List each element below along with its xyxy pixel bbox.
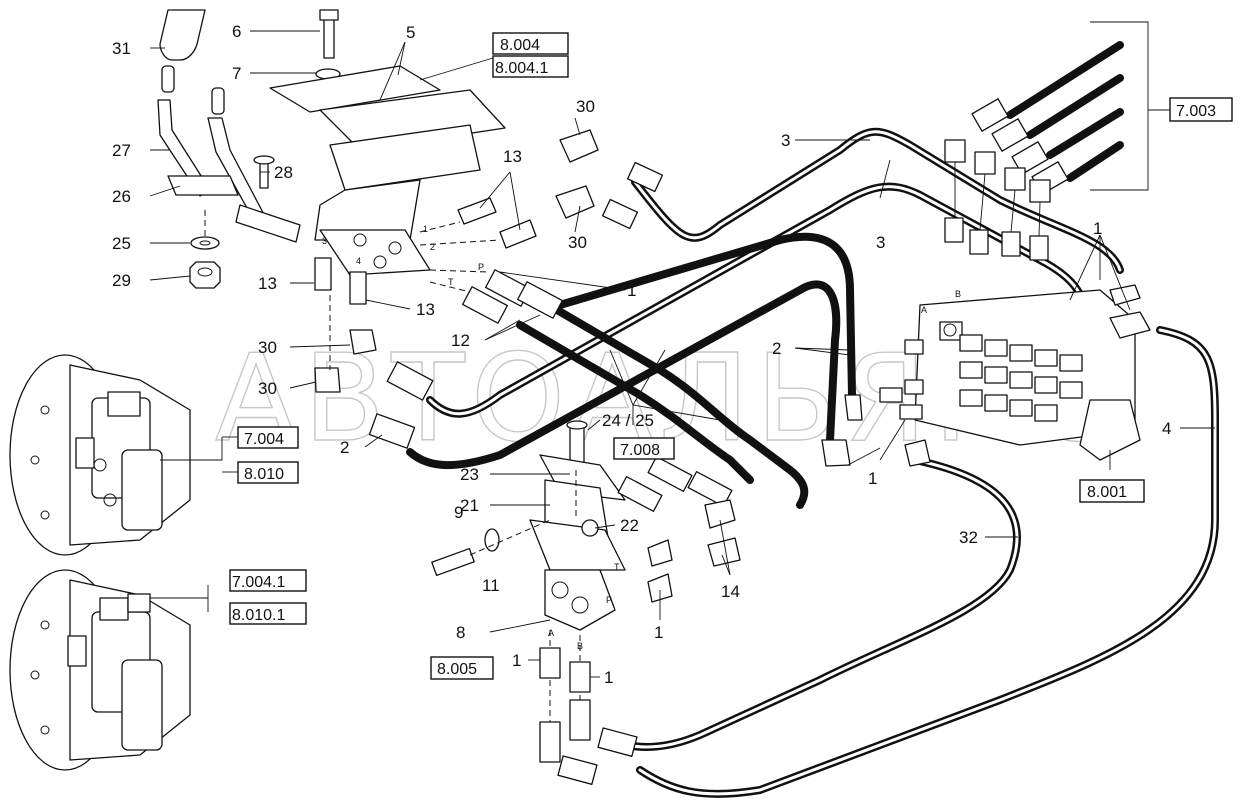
washer-11	[484, 528, 500, 552]
callout-6: 6	[232, 22, 241, 41]
ref-7004: 7.004	[244, 431, 284, 448]
ref-7003: 7.003	[1176, 103, 1216, 120]
elbow-30	[349, 329, 377, 355]
pilot-valve-top	[269, 9, 506, 276]
ref-box-80101	[229, 602, 307, 625]
port-p: P	[478, 262, 484, 272]
callout-1-a: 1	[512, 651, 521, 670]
callout-27: 27	[112, 141, 131, 160]
callout-30-top: 30	[576, 97, 595, 116]
control-valve-block	[821, 284, 1151, 467]
callout-32: 32	[959, 528, 978, 547]
port-t: T	[448, 277, 454, 287]
callout-4: 4	[1162, 419, 1171, 438]
callout-1-block: 1	[1093, 219, 1102, 238]
lever-plate	[167, 175, 239, 196]
ref-7008: 7.008	[620, 442, 660, 459]
ref-box-8001	[1079, 479, 1145, 503]
callout-9: 9	[454, 503, 463, 522]
port-b-pedal: B	[577, 641, 583, 651]
callout-7: 7	[232, 64, 241, 83]
reference-boxes: 8.004 8.004.1 7.003 7.004 8.010 7.008 8.…	[229, 32, 1233, 680]
callout-13-left: 13	[258, 274, 277, 293]
callout-13-top: 13	[503, 147, 522, 166]
port-t-pedal: T	[614, 562, 620, 572]
callout-11: 11	[482, 576, 500, 595]
callout-1-pedal: 1	[654, 623, 663, 642]
ref-80041: 8.004.1	[495, 60, 548, 77]
lever-knob	[159, 9, 206, 61]
callout-23: 23	[460, 465, 479, 484]
callout-3-upper: 3	[781, 131, 790, 150]
port-a-pedal: A	[548, 628, 554, 638]
fittings-7003	[944, 98, 1069, 261]
washer-25	[190, 236, 220, 250]
ref-box-7008	[613, 437, 675, 460]
callout-30-mid: 30	[568, 233, 587, 252]
callout-1-p: 1	[627, 281, 636, 300]
port-4: 4	[356, 256, 361, 266]
ref-8004: 8.004	[500, 37, 540, 54]
pedal-valve	[431, 420, 626, 631]
hoses	[406, 41, 1219, 798]
port-1: 1	[423, 224, 428, 234]
callout-30-left-b: 30	[258, 379, 277, 398]
port-b: B	[955, 289, 961, 299]
callout-numbers: 31 27 26 25 29 6 7 5 28 30 13 30 3 3 1 1…	[112, 22, 1171, 687]
callout-24-25: 24 / 25	[602, 411, 654, 430]
callout-5: 5	[406, 23, 415, 42]
lever-grip-sleeve	[161, 65, 175, 93]
hydraulic-motor-upper	[9, 354, 191, 556]
port-3: 3	[322, 236, 327, 246]
callout-8: 8	[456, 623, 465, 642]
valve-base-flange	[319, 229, 431, 276]
callout-31: 31	[112, 39, 131, 58]
callout-22: 22	[620, 516, 639, 535]
bolt-9	[431, 547, 475, 577]
callout-30-left-a: 30	[258, 338, 277, 357]
callout-14: 14	[721, 582, 740, 601]
ref-8005: 8.005	[437, 661, 477, 678]
ref-box-8005	[430, 656, 494, 680]
fittings-top	[314, 129, 664, 449]
ref-8001: 8.001	[1087, 484, 1127, 501]
ref-box-8010	[237, 461, 299, 484]
callout-2-left: 2	[340, 438, 349, 457]
port-a: A	[921, 305, 927, 315]
ref-70041: 7.004.1	[232, 574, 285, 591]
port-p-pedal: P	[606, 595, 612, 605]
callout-29: 29	[112, 271, 131, 290]
callout-2-right: 2	[772, 339, 781, 358]
callout-25: 25	[112, 234, 131, 253]
callout-13-right: 13	[416, 300, 435, 319]
leader-lines	[149, 21, 1215, 678]
callout-26: 26	[112, 187, 131, 206]
ref-box-70041	[229, 569, 307, 592]
lever-assembly	[157, 9, 301, 289]
callout-1-b: 1	[604, 668, 613, 687]
pedal-plate-5	[269, 65, 441, 113]
callout-12: 12	[451, 331, 470, 350]
hydraulic-motor-lower	[9, 569, 191, 771]
nut-29	[189, 261, 221, 289]
callout-1-center: 1	[868, 469, 877, 488]
fitting-13-left	[314, 257, 332, 291]
fittings-pedal	[539, 456, 741, 785]
ref-box-80041	[492, 55, 569, 78]
ref-80101: 8.010.1	[232, 607, 285, 624]
ref-box-7004	[237, 426, 299, 449]
ref-8010: 8.010	[244, 466, 284, 483]
port-2: 2	[430, 242, 435, 252]
ref-box-7003	[1169, 97, 1233, 122]
callout-28: 28	[274, 163, 293, 182]
callout-3-lower: 3	[876, 233, 885, 252]
port-labels: 1 2 P T 3 4 A B P T A B	[322, 224, 961, 651]
ref-box-8004	[492, 32, 569, 55]
screw-24	[569, 424, 585, 466]
callout-21: 21	[460, 496, 479, 515]
